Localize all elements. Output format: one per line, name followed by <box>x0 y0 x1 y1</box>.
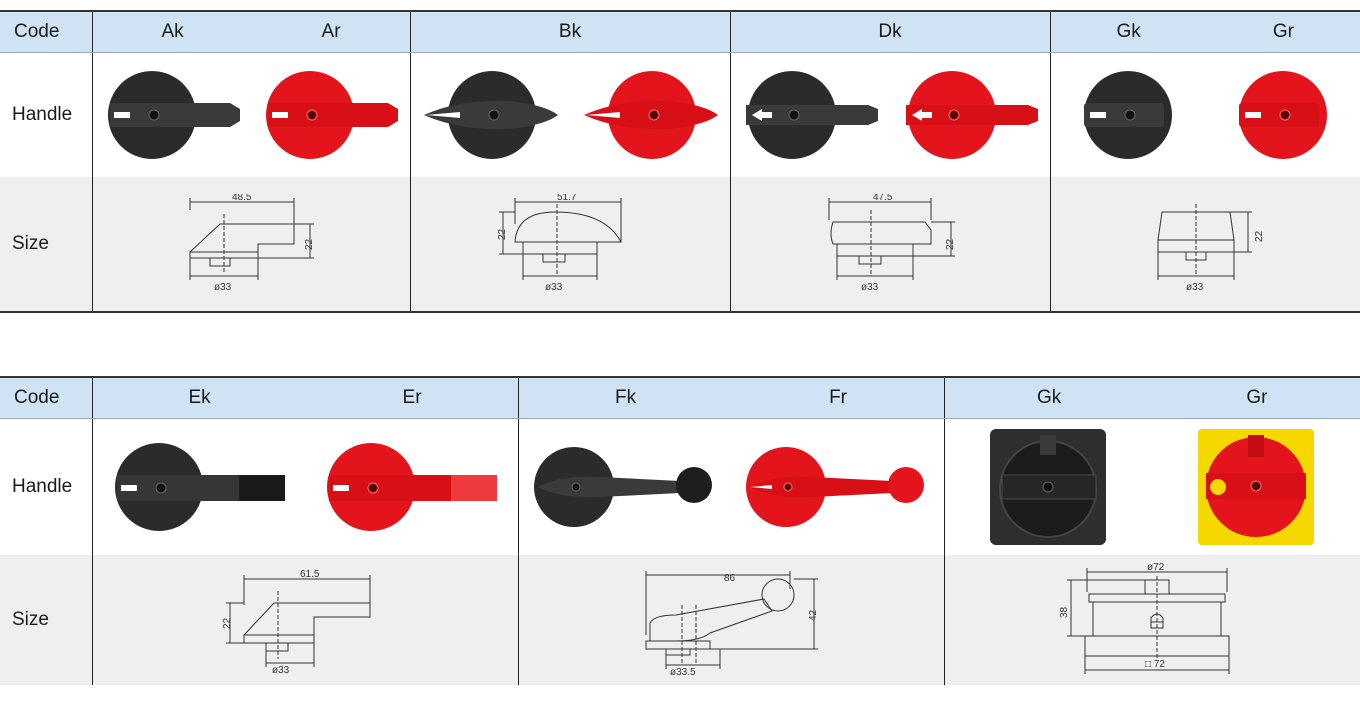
code-label-2: Code <box>0 376 92 419</box>
code-er: Er <box>402 387 422 408</box>
code-cell-fk-fr: Fk Fr <box>517 376 944 419</box>
red-arrow-handle-icon <box>905 71 1038 159</box>
dimension-drawing-fk: 86 42 ø33.5 <box>645 571 819 675</box>
dim-diameter-ak: ø33 <box>214 282 232 293</box>
dim-width-bk: 51.7 <box>557 194 577 203</box>
code-ak: Ak <box>161 21 184 42</box>
dim-width-ek: 61.5 <box>300 569 320 580</box>
dim-height-ek: 22 <box>222 617 233 629</box>
size-label: Size <box>0 177 92 313</box>
dim-height-ak: 22 <box>304 238 315 250</box>
handle-label: Handle <box>0 52 92 177</box>
dim-top-gk-2: ø72 <box>1147 562 1165 573</box>
dim-diameter-ek: ø33 <box>272 665 290 675</box>
dimension-drawing-ek: 61.5 22 ø33 <box>222 569 371 675</box>
code-gk-2: Gk <box>1037 387 1062 408</box>
dim-diameter-dk: ø33 <box>861 282 879 293</box>
dim-height-fk: 42 <box>808 609 819 621</box>
size-cell-ak-ar: 48.5 22 ø33 <box>91 177 410 313</box>
dim-diameter-bk: ø33 <box>545 282 563 293</box>
dim-width-dk: 47.5 <box>873 194 893 203</box>
dim-diameter-fk: ø33.5 <box>670 667 696 675</box>
code-cell-dk: Dk <box>729 10 1050 53</box>
handle-cell-bk <box>409 52 730 177</box>
dim-width-fk: 86 <box>724 573 736 584</box>
black-ball-lever-icon <box>533 447 712 527</box>
red-knob-handle-icon <box>1238 71 1327 159</box>
dimension-drawing-gk-2: ø72 38 □ 72 <box>1059 562 1230 674</box>
code-bk: Bk <box>558 21 582 42</box>
handle-cell-gk-gr-2 <box>943 418 1360 555</box>
code-cell-ek-er: Ek Er <box>91 376 518 419</box>
dim-bottom-gk-2: □ 72 <box>1145 659 1165 670</box>
handle-cell-fk-fr <box>517 418 944 555</box>
size-cell-gk-gr: 22 ø33 <box>1049 177 1360 313</box>
code-header-row: Code Ak Ar Bk Dk Gk Gr <box>0 10 1360 53</box>
code-fr: Fr <box>829 387 847 408</box>
code-dk: Dk <box>878 21 902 42</box>
code-cell-gk-gr-2: Gk Gr <box>943 376 1360 419</box>
code-ek: Ek <box>188 387 211 408</box>
black-pointer-handle-icon <box>424 71 559 159</box>
handle-cell-dk <box>729 52 1050 177</box>
code-header-row-2: Code Ek Er Fk Fr Gk Gr <box>0 376 1360 419</box>
code-label: Code <box>0 10 92 53</box>
black-square-plate-switch-icon <box>990 429 1107 545</box>
black-lever-handle-icon <box>107 71 240 159</box>
red-pointer-handle-icon <box>583 71 718 159</box>
handle-row: Handle <box>0 52 1360 177</box>
size-cell-bk: 51.7 22 ø33 <box>409 177 730 313</box>
code-gr-2: Gr <box>1246 387 1268 408</box>
dim-height-bk: 22 <box>497 228 508 240</box>
black-long-lever-icon <box>114 443 285 531</box>
size-row-2: Size 61.5 <box>0 555 1360 685</box>
dimension-drawing-gk: 22 ø33 <box>1157 204 1265 293</box>
handle-cell-ak-ar <box>91 52 410 177</box>
red-ball-lever-icon <box>746 447 925 527</box>
handle-row-2: Handle <box>0 418 1360 555</box>
red-long-lever-icon <box>327 443 498 531</box>
dimension-drawing-dk: 47.5 22 ø33 <box>828 194 956 293</box>
size-cell-ek-er: 61.5 22 ø33 <box>91 555 518 685</box>
code-ar: Ar <box>321 21 341 42</box>
dim-height-gk: 22 <box>1254 230 1265 242</box>
dim-height-dk: 22 <box>945 238 956 250</box>
black-arrow-handle-icon <box>746 71 879 159</box>
size-row: Size 48.5 <box>0 177 1360 313</box>
code-gk: Gk <box>1116 21 1141 42</box>
size-label-2: Size <box>0 555 92 685</box>
dim-width-ak: 48.5 <box>232 194 252 203</box>
dim-height-gk-2: 38 <box>1059 606 1070 618</box>
code-gr: Gr <box>1272 21 1294 42</box>
dim-diameter-gk: ø33 <box>1186 282 1204 293</box>
handle-cell-gk-gr <box>1049 52 1360 177</box>
dimension-drawing-ak: 48.5 22 ø33 <box>189 194 315 293</box>
code-fk: Fk <box>614 387 637 408</box>
size-cell-gk-gr-2: ø72 38 □ 72 <box>943 555 1360 685</box>
handle-cell-ek-er <box>91 418 518 555</box>
code-cell-ak-ar: Ak Ar <box>91 10 410 53</box>
size-cell-dk: 47.5 22 ø33 <box>729 177 1050 313</box>
code-cell-gk-gr: Gk Gr <box>1049 10 1360 53</box>
dimension-drawing-bk: 51.7 22 ø33 <box>497 194 622 293</box>
black-knob-handle-icon <box>1083 71 1172 159</box>
red-yellow-plate-switch-icon <box>1198 429 1315 545</box>
red-lever-handle-icon <box>266 71 399 159</box>
handle-label-2: Handle <box>0 418 92 555</box>
handle-spec-table-1: Code Ak Ar Bk Dk Gk Gr Handle <box>0 10 1360 313</box>
size-cell-fk-fr: 86 42 ø33.5 <box>517 555 944 685</box>
handle-spec-table-2: Code Ek Er Fk Fr Gk Gr Handle <box>0 376 1360 685</box>
code-cell-bk: Bk <box>409 10 730 53</box>
